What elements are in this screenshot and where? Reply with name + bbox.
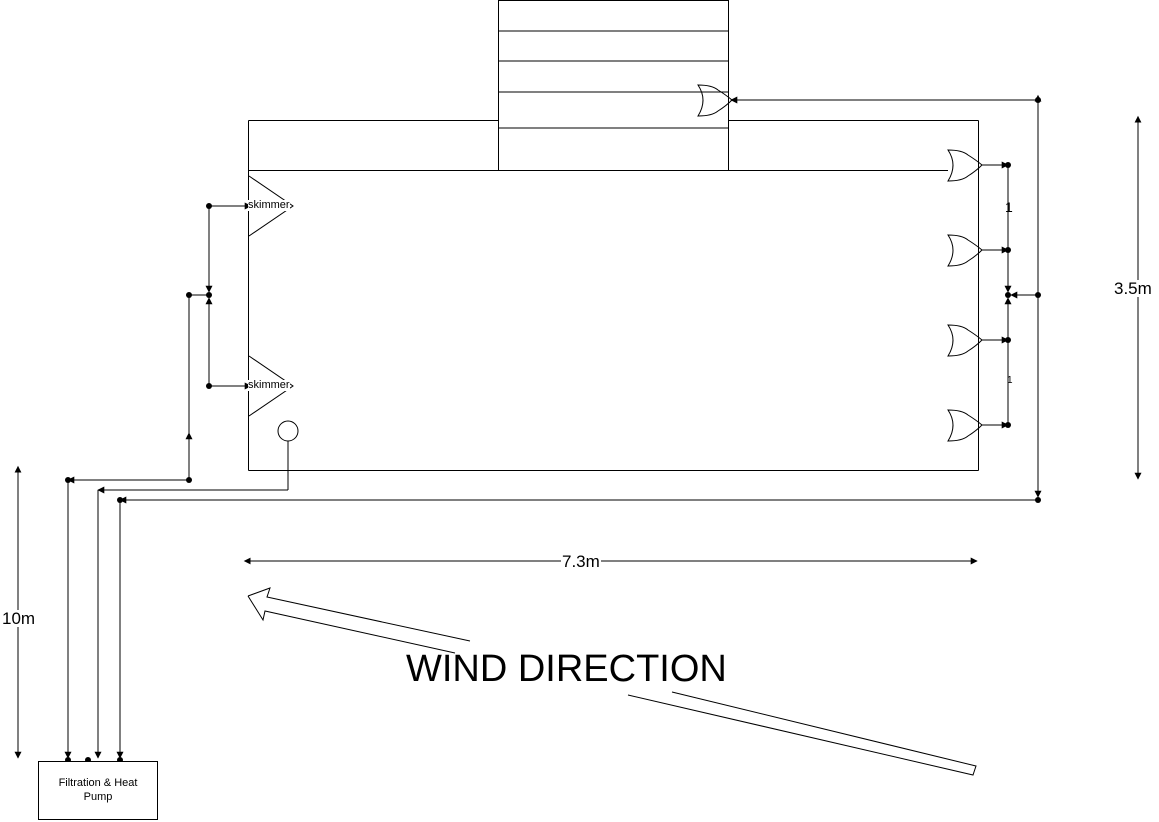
- return-piping: [116, 94, 1042, 759]
- length-dimension-label: 7.3m: [561, 552, 601, 571]
- skimmer-bottom-shape: [248, 355, 294, 417]
- return-jet-steps-icon: [697, 84, 733, 117]
- floor-drain-icon: [277, 420, 299, 442]
- return-jet-1-icon: [947, 149, 983, 182]
- skimmer-bottom-label: skimmer: [248, 379, 290, 391]
- return-jet-4-icon: [947, 409, 983, 442]
- jet-spacing-label-lower: 1: [1007, 375, 1013, 386]
- filtration-heat-pump-label: Filtration & Heat Pump: [58, 776, 138, 803]
- width-dimension-label: 3.5m: [1113, 279, 1153, 298]
- wind-direction-label: WIND DIRECTION: [406, 648, 727, 690]
- return-jet-3-icon: [947, 324, 983, 357]
- pool-steps: [498, 0, 729, 171]
- return-jet-2-icon: [947, 234, 983, 267]
- pool-outline: [248, 120, 979, 471]
- distance-dimension-label: 10m: [1, 609, 37, 628]
- suction-piping: [64, 202, 289, 759]
- wind-direction-arrow: [247, 587, 977, 776]
- filtration-heat-pump-box: Filtration & Heat Pump: [38, 761, 158, 820]
- skimmer-top-shape: [248, 175, 294, 237]
- skimmer-top-label: skimmer: [248, 199, 290, 211]
- jet-spacing-label-top: 1: [1005, 199, 1013, 215]
